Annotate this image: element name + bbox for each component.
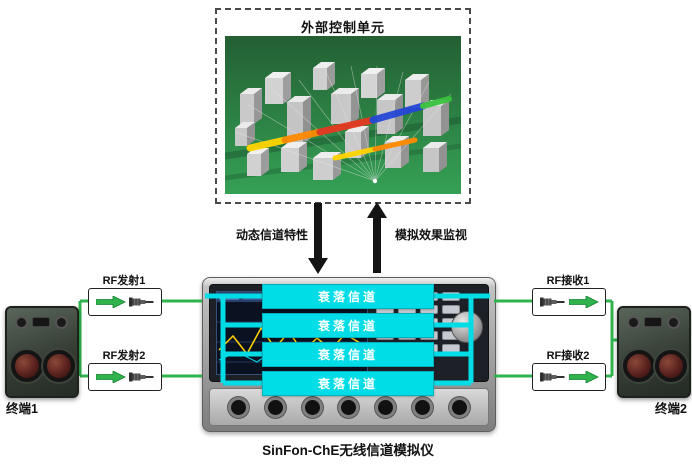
terminal-lens-icon bbox=[11, 350, 43, 382]
bnc-connector-icon bbox=[338, 396, 360, 418]
terminal-connector-icon bbox=[15, 316, 28, 329]
up-arrow-label: 模拟效果监视 bbox=[394, 228, 467, 242]
terminal-lens-icon bbox=[43, 350, 75, 382]
control-unit-title: 外部控制单元 bbox=[300, 20, 385, 35]
fading-channel-box-1: 衰落信道 bbox=[262, 284, 434, 309]
rf-tx2-label: RF发射2 bbox=[102, 350, 146, 362]
emulator-connector-row bbox=[209, 388, 489, 426]
green-arrow-icon bbox=[95, 371, 126, 383]
terminal-connector-icon bbox=[667, 316, 680, 329]
rf-connector-icon bbox=[128, 297, 153, 307]
rf-tx1-label: RF发射1 bbox=[102, 275, 146, 287]
terminal-2-label: 终端2 bbox=[655, 402, 687, 416]
rf-rx1-box bbox=[532, 288, 606, 316]
terminal-connector-icon bbox=[627, 316, 640, 329]
green-arrow-icon bbox=[568, 371, 599, 383]
bnc-connector-icon bbox=[412, 396, 434, 418]
terminal-lens-icon bbox=[623, 350, 655, 382]
down-arrow-label: 动态信道特性 bbox=[235, 228, 308, 242]
bnc-connector-icon bbox=[264, 396, 286, 418]
rf-connector-icon bbox=[539, 297, 564, 307]
terminal-connector-icon bbox=[55, 316, 68, 329]
fading-channel-box-3: 衰落信道 bbox=[262, 342, 434, 367]
fading-channel-box-2: 衰落信道 bbox=[262, 313, 434, 338]
rf-rx2-label: RF接收2 bbox=[546, 350, 590, 362]
terminal-lens-icon bbox=[655, 350, 687, 382]
bnc-connector-icon bbox=[448, 396, 470, 418]
terminal-1-label: 终端1 bbox=[6, 402, 38, 416]
rf-connector-icon bbox=[128, 372, 153, 382]
terminal-1-device bbox=[5, 306, 79, 398]
rotary-knob bbox=[451, 311, 483, 343]
green-arrow-icon bbox=[568, 296, 599, 308]
rf-tx2-box bbox=[88, 363, 162, 391]
terminal-port-icon bbox=[644, 317, 662, 327]
external-control-unit-panel: 外部控制单元 bbox=[215, 8, 471, 204]
bnc-connector-icon bbox=[227, 396, 249, 418]
rf-connector-icon bbox=[539, 372, 564, 382]
fading-channel-box-4: 衰落信道 bbox=[262, 371, 434, 396]
terminal-port-icon bbox=[32, 317, 50, 327]
rf-rx1-label: RF接收1 bbox=[546, 275, 590, 287]
green-arrow-icon bbox=[95, 296, 126, 308]
bnc-connector-icon bbox=[301, 396, 323, 418]
up-arrow-icon bbox=[367, 202, 387, 273]
rf-rx2-box bbox=[532, 363, 606, 391]
terminal-2-device bbox=[617, 306, 691, 398]
rf-tx1-box bbox=[88, 288, 162, 316]
city-raytracing-image bbox=[225, 36, 461, 194]
bnc-connector-icon bbox=[375, 396, 397, 418]
emulator-caption: SinFon-ChE无线信道模拟仪 bbox=[262, 443, 434, 458]
